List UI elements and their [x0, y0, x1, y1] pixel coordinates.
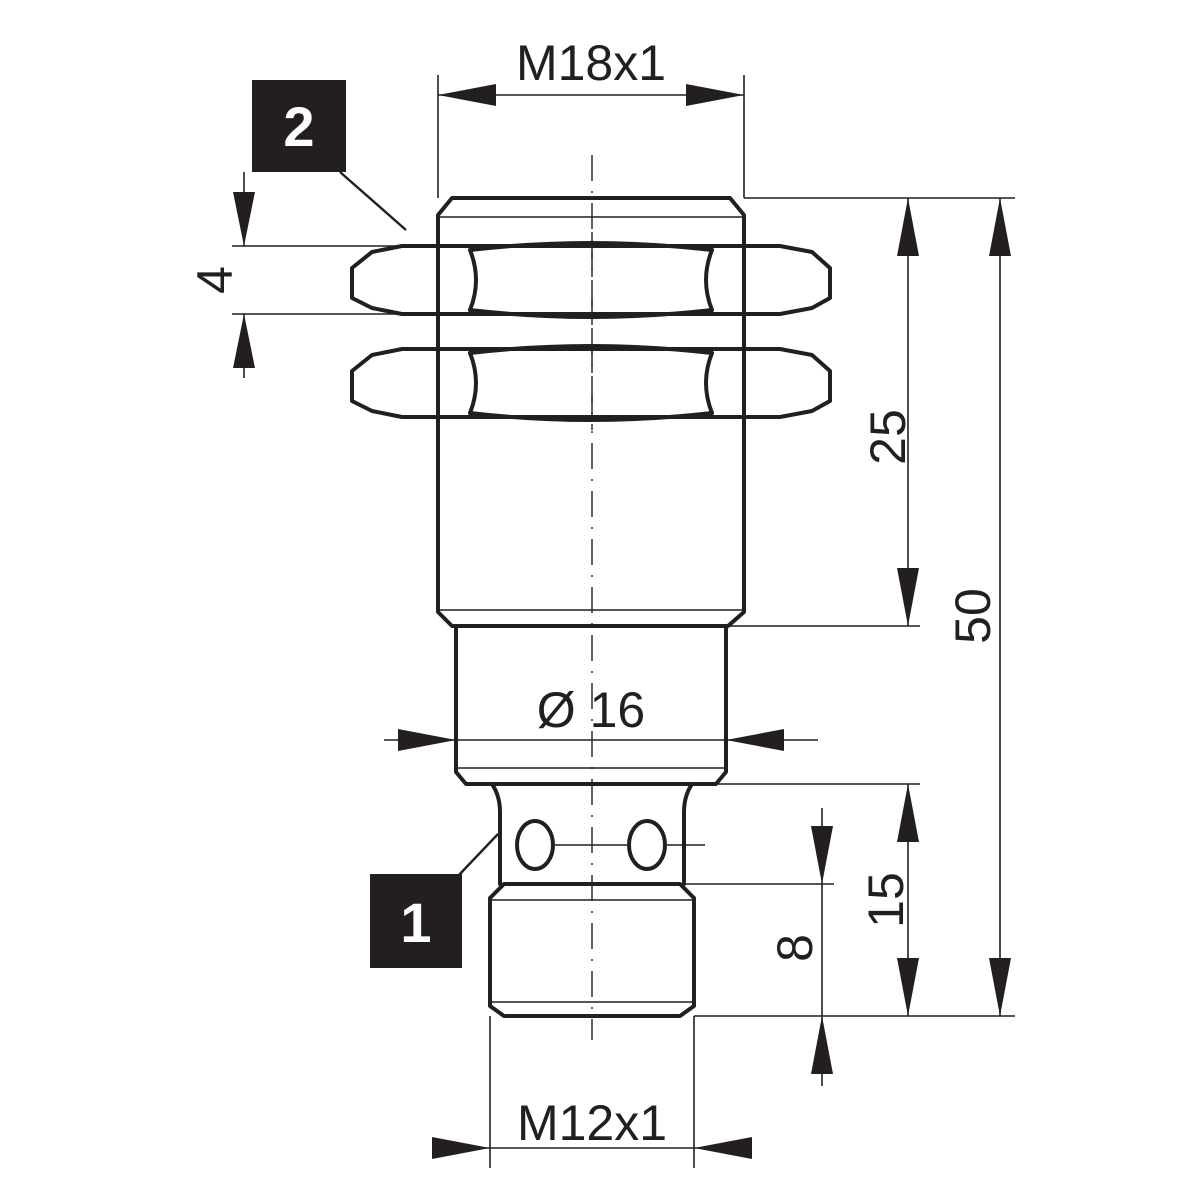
dim-thread-length-label: 25	[860, 409, 916, 465]
callout-1-label: 1	[400, 891, 431, 954]
dim-connector-length-label: 15	[858, 872, 914, 928]
smooth-body	[454, 624, 728, 786]
upper-thread-body	[436, 196, 746, 628]
dim-thread-bottom: M12x1	[432, 1016, 752, 1168]
dim-thread-bottom-label: M12x1	[517, 1095, 667, 1151]
hex-nut-upper	[350, 241, 832, 319]
dim-body-diameter-label: Ø 16	[537, 682, 645, 738]
callout-2-box	[252, 80, 346, 172]
callout-2-label: 2	[283, 95, 314, 158]
dim-connector-thread-length-label: 8	[767, 934, 823, 962]
led-right	[627, 819, 667, 871]
callout-1-box	[370, 874, 462, 968]
callout-2: 2	[252, 80, 407, 231]
dim-nut-height-label: 4	[187, 266, 243, 294]
led-neck	[490, 782, 705, 886]
dim-total-length: 50	[694, 198, 1015, 1017]
dim-total-length-label: 50	[945, 588, 1001, 644]
dim-body-diameter: Ø 16	[384, 682, 818, 751]
callout-1: 1	[370, 833, 499, 968]
dim-thread-top: M18x1	[437, 35, 745, 198]
dim-thread-length: 25	[728, 197, 1015, 627]
connector-thread	[488, 882, 696, 1018]
dim-thread-top-label: M18x1	[516, 35, 666, 91]
dim-connector-length: 15	[716, 783, 920, 1016]
hex-nut-lower	[350, 344, 832, 422]
dim-connector-thread-length: 8	[684, 808, 834, 1086]
dim-nut-height: 4	[187, 172, 402, 378]
led-left	[515, 819, 555, 871]
